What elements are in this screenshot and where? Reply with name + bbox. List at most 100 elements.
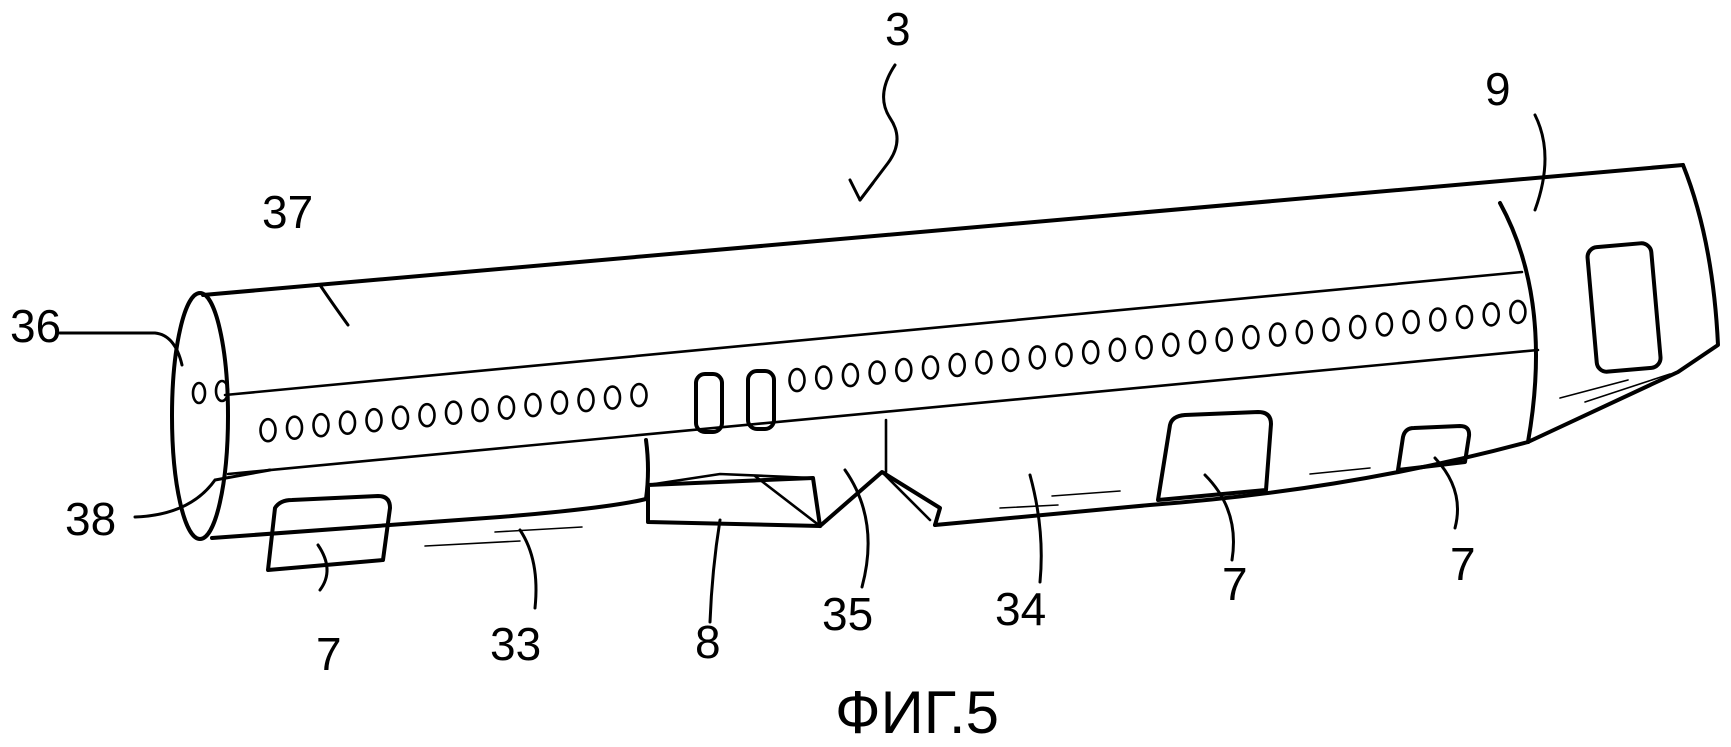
label-door-mid: 7 [1222, 558, 1248, 610]
window [391, 405, 410, 431]
label-assembly: 3 [885, 3, 911, 55]
tail-end [1526, 163, 1720, 444]
window [577, 387, 595, 413]
cargo-door-mid [1156, 410, 1273, 502]
front-window [214, 379, 230, 403]
wing-box-outline [646, 476, 822, 528]
window [630, 382, 648, 408]
mid-door-right [746, 369, 776, 431]
window [1348, 314, 1367, 340]
front-lower-panel-leader [518, 528, 538, 610]
floor-line-leader [133, 468, 272, 519]
tail-section-boundary [1498, 201, 1539, 444]
window [444, 400, 463, 426]
window [1482, 302, 1500, 327]
mid-door-left [694, 372, 724, 434]
window [1215, 327, 1233, 353]
leader-lines [58, 63, 1547, 624]
window-row [259, 299, 1527, 443]
door-rear-leader [1433, 456, 1459, 530]
lower-front-edge [210, 497, 648, 540]
window [1295, 319, 1314, 345]
window [1028, 345, 1047, 370]
window-band-upper [223, 270, 1524, 397]
front-window [191, 381, 207, 405]
door-front-leader [316, 543, 329, 592]
window [1001, 347, 1020, 373]
window [285, 415, 304, 441]
top-shell-leader [318, 283, 350, 327]
window [841, 362, 860, 388]
window [338, 410, 357, 436]
window [1162, 332, 1180, 358]
label-door-front: 7 [316, 628, 342, 680]
window [1455, 304, 1474, 330]
top-edge [201, 163, 1685, 297]
window [1429, 307, 1447, 332]
window [1081, 339, 1100, 365]
assembly-leader [858, 63, 899, 202]
window [975, 350, 993, 375]
window [1242, 324, 1260, 350]
label-wing-box: 8 [695, 616, 721, 668]
wing-box-leader [708, 518, 722, 624]
window [1322, 317, 1340, 342]
wing-box-top [646, 472, 815, 487]
window [1135, 334, 1153, 360]
window [1188, 329, 1207, 355]
window [1402, 309, 1420, 335]
front-frame-leader [58, 331, 184, 367]
window [471, 397, 489, 423]
center-section-leader [843, 468, 870, 589]
cargo-door-rear [1396, 424, 1472, 472]
center-section-fold [880, 470, 932, 522]
window [418, 402, 436, 428]
label-rear-lower-panel: 34 [995, 583, 1046, 635]
cargo-doors [266, 410, 1472, 572]
window [365, 407, 383, 433]
wing-box-cutout [644, 418, 942, 528]
lower-rear-edge [933, 440, 1530, 527]
mid-doors [694, 369, 776, 434]
label-front-frame: 36 [10, 300, 61, 352]
window [814, 365, 833, 390]
window [259, 417, 277, 443]
tail-door [1585, 241, 1663, 374]
window [312, 412, 330, 438]
front-end-windows [191, 379, 230, 405]
shading-lines [424, 373, 1671, 547]
window [868, 360, 886, 385]
window [1375, 312, 1394, 337]
window [894, 357, 913, 383]
figure-caption: ФИГ.5 [835, 679, 999, 746]
rear-lower-panel-leader [1028, 473, 1043, 584]
window-band-lower [226, 348, 1540, 476]
window [497, 395, 516, 420]
window [1108, 337, 1127, 363]
window [550, 390, 569, 415]
door-mid-leader [1203, 473, 1235, 562]
tail-section-leader [1533, 113, 1547, 212]
reference-labels: 3 9 37 36 38 7 33 8 35 34 7 7 [10, 3, 1511, 680]
window [921, 355, 940, 380]
window [524, 392, 542, 418]
label-floor-line: 38 [65, 493, 116, 545]
front-end-ellipse [170, 291, 230, 541]
label-center-section: 35 [822, 588, 873, 640]
center-section-outline [818, 470, 942, 528]
window [603, 385, 622, 410]
assembly-arrowhead [848, 178, 875, 202]
window [1268, 322, 1287, 347]
label-top-shell: 37 [262, 186, 313, 238]
label-front-lower-panel: 33 [490, 618, 541, 670]
wing-box-diagonal [753, 474, 822, 528]
window [948, 352, 967, 378]
window [1055, 342, 1073, 368]
fuselage-body [170, 163, 1720, 541]
window [788, 367, 806, 393]
label-door-rear: 7 [1450, 538, 1476, 590]
cargo-door-front [266, 494, 392, 572]
window [1509, 299, 1527, 325]
label-tail-section: 9 [1485, 63, 1511, 115]
